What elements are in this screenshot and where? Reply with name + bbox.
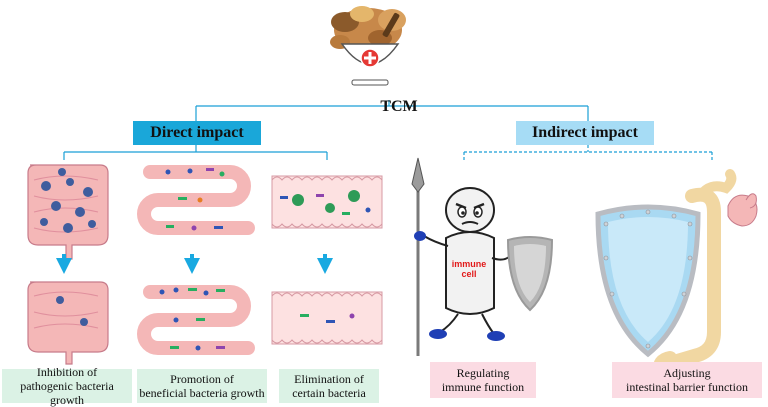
intestine-icon [27,164,109,260]
intestine-icon [137,285,255,355]
intestine-icon [137,165,255,235]
direct-connector [63,145,328,160]
caption-elimination: Elimination of certain bacteria [279,369,379,403]
indirect-connector [463,145,713,160]
immune-cell-icon [414,187,511,341]
herb-bowl-icon [330,6,406,86]
caption-text: Elimination of certain bacteria [292,372,366,400]
caption-text: Adjusting intestinal barrier function [626,366,748,394]
intestine-icon [27,281,109,365]
intestine-icon [271,175,383,229]
immune-cell-label: immune cell [451,259,487,279]
shield-icon [506,236,554,312]
caption-immune: Regulating immune function [430,362,536,398]
shield-icon [595,204,701,358]
direct-impact-label: Direct impact [133,121,261,145]
caption-inhibition: Inhibition of pathogenic bacteria growth [2,365,132,407]
caption-text: Regulating immune function [441,366,525,394]
intestine-icon [271,291,383,345]
caption-promotion: Promotion of beneficial bacteria growth [137,369,267,403]
caption-barrier: Adjusting intestinal barrier function [612,362,762,398]
page-title: TCM [380,98,418,115]
caption-text: Promotion of beneficial bacteria growth [139,372,265,400]
top-connector [195,100,589,121]
spear-icon [411,157,425,356]
caption-text: Inhibition of pathogenic bacteria growth [20,365,114,407]
indirect-impact-label: Indirect impact [516,121,654,145]
